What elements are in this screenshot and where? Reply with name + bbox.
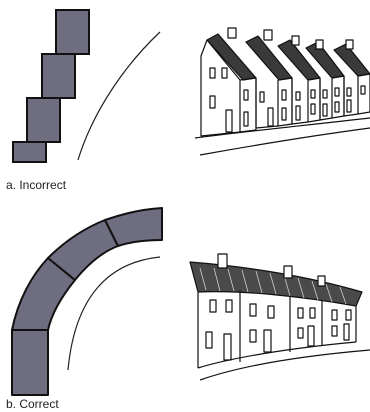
stepped-block-2 — [41, 53, 76, 99]
stepped-block-1 — [55, 9, 90, 55]
stepped-block-3 — [26, 97, 61, 143]
curved-block-1 — [11, 329, 49, 396]
caption-correct: b. Correct — [6, 397, 59, 411]
curve-line-b — [67, 256, 161, 371]
caption-incorrect: a. Incorrect — [6, 178, 67, 192]
stepped-block-4 — [12, 141, 47, 163]
curved-terrace-sketch — [189, 253, 370, 381]
curve-line-a — [77, 31, 161, 161]
curved-block-4 — [104, 207, 163, 247]
curved-blocks-diagram — [11, 207, 163, 396]
stepped-blocks-diagram — [12, 9, 90, 163]
stepped-terrace-sketch — [194, 27, 370, 156]
